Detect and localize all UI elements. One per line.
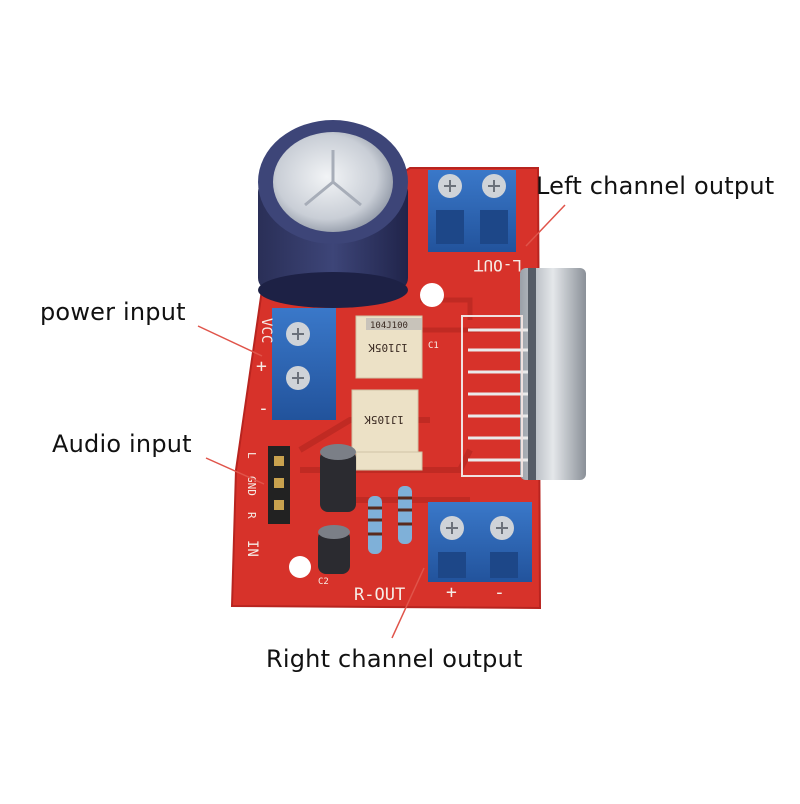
electrolytic-capacitor — [258, 120, 408, 308]
terminal-block-power-input — [272, 308, 336, 420]
film-capacitor-stack — [351, 315, 423, 471]
c2-label: C2 — [318, 577, 329, 587]
cap-box-top-marking: 104J100 — [370, 321, 408, 331]
callout-leader-lines — [197, 204, 566, 639]
right-channel-output-label: Right channel output — [266, 645, 523, 673]
left-channel-output-label: Left channel output — [536, 172, 775, 200]
power-input-label: power input — [40, 298, 186, 326]
rout-minus-label: - — [494, 582, 505, 603]
input-r-label: R — [245, 512, 258, 519]
cap-box-2-marking: 1J105K — [364, 413, 404, 426]
input-l-label: L — [245, 452, 258, 459]
audio-input-header — [268, 446, 290, 524]
l-out-label: L-OUT — [473, 256, 522, 275]
input-in-label: IN — [244, 540, 260, 557]
vcc-minus-label: - — [258, 398, 269, 419]
input-gnd-label: GND — [245, 476, 258, 496]
resistors — [368, 486, 412, 554]
terminal-block-left-output — [428, 170, 516, 252]
terminal-block-right-output — [428, 502, 532, 582]
cap-box-1-marking: 1J105K — [368, 341, 408, 354]
rout-plus-label: + — [446, 582, 457, 603]
silkscreen-labels: L-OUT R-OUT VCC + - + - L GND R IN C1 C2… — [244, 256, 522, 605]
mount-hole — [289, 556, 311, 578]
r-out-label: R-OUT — [354, 585, 405, 605]
leader-right-output — [391, 567, 425, 639]
vcc-label: VCC — [258, 318, 274, 343]
leader-left-output — [525, 204, 566, 247]
audio-input-label: Audio input — [52, 430, 192, 458]
c1-label: C1 — [428, 341, 439, 351]
amplifier-ic-heatsink — [461, 268, 586, 480]
small-capacitors — [318, 444, 356, 574]
vcc-plus-label: + — [256, 356, 267, 377]
mount-hole — [420, 283, 444, 307]
leader-audio-input — [205, 457, 265, 485]
leader-power-input — [197, 325, 263, 357]
